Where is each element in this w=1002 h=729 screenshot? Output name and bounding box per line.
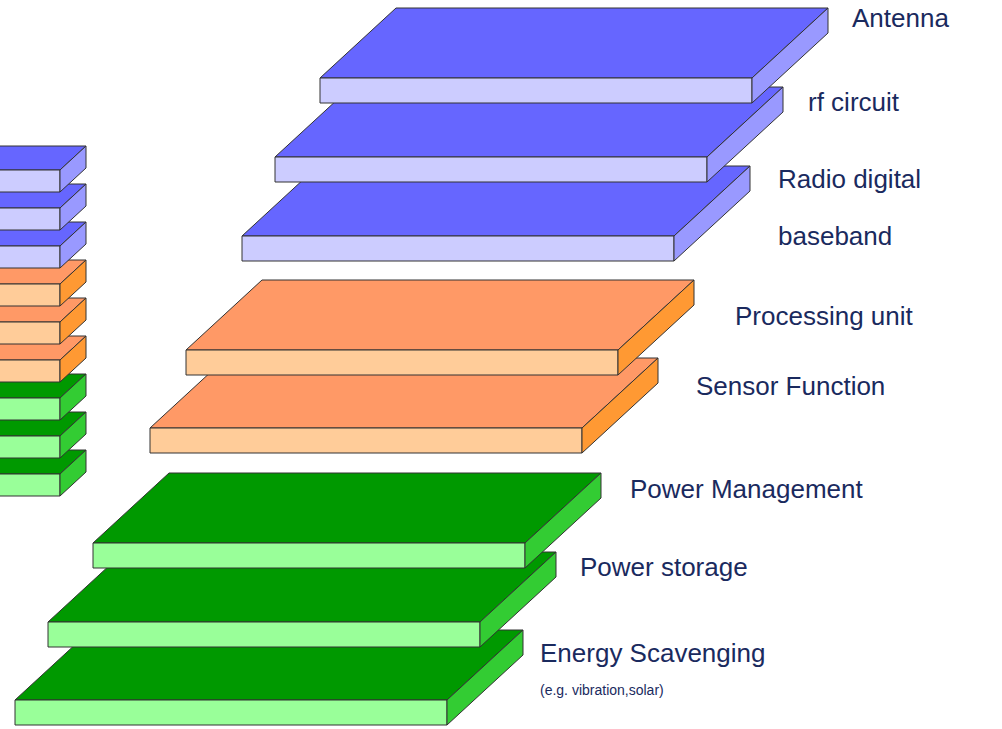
slab-face	[60, 412, 86, 458]
slab-face	[186, 280, 694, 350]
slab-face	[0, 284, 60, 306]
slab-face	[93, 543, 525, 568]
layer-label: Antenna	[852, 3, 949, 34]
slab-face	[150, 428, 582, 453]
example-note: (e.g. vibration,solar)	[540, 682, 664, 699]
slab-face	[0, 398, 60, 420]
slab-face	[275, 157, 707, 182]
slab-face	[0, 436, 60, 458]
slab-face	[242, 236, 674, 261]
layer-slab	[0, 146, 86, 192]
slab-face	[48, 622, 480, 647]
slab-face	[93, 473, 601, 543]
slab-face	[60, 450, 86, 496]
slab-face	[0, 170, 60, 192]
slab-face	[186, 350, 618, 375]
slab-face	[60, 184, 86, 230]
slab-face	[320, 78, 752, 103]
slab-face	[60, 260, 86, 306]
layer-slab	[93, 473, 601, 568]
slab-face	[60, 222, 86, 268]
slab-face	[618, 280, 694, 375]
slab-face	[320, 8, 828, 78]
layer-label: rf circuit	[808, 87, 899, 118]
layer-label: Power storage	[580, 552, 748, 583]
slab-face	[0, 322, 60, 344]
slab-face	[0, 360, 60, 382]
slab-face	[60, 146, 86, 192]
layer-label: Energy Scavenging	[540, 638, 765, 669]
layer-label: Power Management	[630, 474, 863, 505]
slab-face	[0, 474, 60, 496]
layer-slab	[320, 8, 828, 103]
slab-face	[0, 208, 60, 230]
slab-face	[0, 246, 60, 268]
slab-face	[60, 374, 86, 420]
slab-face	[60, 298, 86, 344]
slab-face	[60, 336, 86, 382]
layer-label: Radio digital baseband	[778, 151, 978, 265]
layer-label: Sensor Function	[696, 371, 885, 402]
layer-slab	[186, 280, 694, 375]
slab-face	[15, 700, 447, 725]
layer-label: Processing unit	[735, 301, 913, 332]
